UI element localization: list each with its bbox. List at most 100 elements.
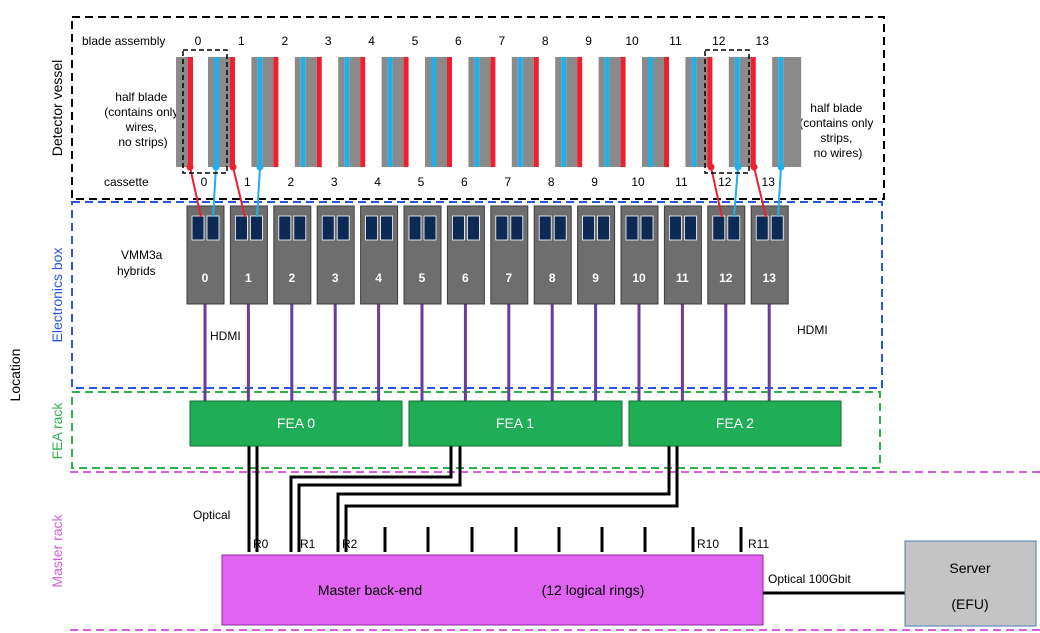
blade-1-wires [273,57,279,167]
blade-number-5: 5 [412,34,419,48]
blade-number-11: 11 [669,34,682,48]
hybrid-number-12: 12 [719,271,733,285]
hdmi-label-left: HDMI [210,329,241,343]
cassette-12-wire-link-dot [707,163,715,171]
blade-5-wires [447,57,452,167]
ring-r2-label: R2 [342,537,358,551]
cassette-0-strip-link [212,166,217,218]
blade-11-grey [696,57,708,167]
cassette-number-3: 3 [331,175,338,189]
half-blade-right-note: half blade (contains only strips, no wir… [799,101,876,160]
optical-label: Optical [193,508,230,522]
electronics-box-title: Electronics box [49,248,65,343]
blade-7-wires [533,57,539,167]
blade-4-wires [403,57,409,167]
blade-12-grey-left [728,57,735,167]
blade-number-0: 0 [195,34,202,48]
blade-0-strips [214,57,219,167]
hybrid-number-7: 7 [505,271,512,285]
blade-5-strips [431,57,436,167]
half-blade-left-note: half blade (contains only wires, no stri… [104,90,181,149]
cassette-number-2: 2 [287,175,294,189]
blade-number-1: 1 [238,34,245,48]
cassette-number-6: 6 [461,175,468,189]
hybrid-6-chip-b [466,215,480,241]
blade-7-grey-left [511,57,518,167]
cassette-12-wire-link [710,166,723,218]
optical-cable-r1-b [297,446,462,552]
blade-11-strips [691,57,697,167]
hybrid-8-chip-b [553,215,567,241]
hybrid-9-chip-a [582,215,595,241]
blade-number-10: 10 [625,34,639,48]
ring-r1-label: R1 [300,537,316,551]
cassette-number-8: 8 [548,175,555,189]
fea-0-label: FEA 0 [277,415,315,431]
blade-4-grey [392,57,404,167]
blade-11-wires [707,57,713,167]
fea-2-label: FEA 2 [716,415,754,431]
blade-number-8: 8 [542,34,549,48]
blade-1-grey [262,57,274,167]
hybrid-1-chip-b [249,215,263,241]
hybrid-number-4: 4 [375,271,382,285]
hybrid-4-chip-a [365,215,379,241]
hybrid-3-chip-b [336,215,350,241]
blade-4-grey-left [381,57,388,167]
hybrid-2-chip-b [293,215,307,241]
blade-12-strips [734,57,740,167]
blade-4-strips [387,57,393,167]
hybrid-number-3: 3 [332,271,339,285]
half-blade-left-grey [176,57,188,167]
hybrid-number-10: 10 [632,271,646,285]
cassette-number-9: 9 [591,175,598,189]
cassette-12-highlight [704,49,750,174]
cassette-12-strip-link-dot [734,163,742,171]
cassette-number-4: 4 [374,175,381,189]
blade-13-strips [778,57,784,167]
blade-number-13: 13 [756,34,770,48]
master-backend-name: Master back-end [318,582,422,598]
master-backend-box [221,554,764,626]
cassette-0-wire-link-dot [186,163,194,171]
hybrid-number-0: 0 [202,271,209,285]
hybrid-0-chip-a [191,215,205,241]
hybrid-4-chip-b [380,215,394,241]
cassette-13-strip-link-dot [777,163,785,171]
blade-2-wires [316,57,322,167]
blade-assembly-label: blade assembly [82,34,165,48]
server-box [904,540,1037,627]
cassette-1-strip-link-dot [256,163,264,171]
blade-3-grey [349,57,361,167]
hybrid-0-chip-b [206,215,220,241]
fea-1-box [408,400,623,447]
blade-number-12: 12 [712,34,726,48]
blade-5-grey-left [425,57,431,167]
blade-7-strips [517,57,523,167]
hybrid-13-chip-a [755,215,769,241]
blade-12-wires [750,57,756,167]
cassette-number-10: 10 [631,175,645,189]
blade-1-grey-left [251,57,258,167]
master-backend-desc: (12 logical rings) [542,582,645,598]
blade-6-wires [490,57,496,167]
cassette-0-strip-link-dot [212,163,220,171]
hybrid-3-chip-a [321,215,335,241]
hybrid-10-chip-a [625,215,639,241]
fea-0-box [189,400,403,447]
cassette-number-0: 0 [201,175,208,189]
blade-number-7: 7 [498,34,505,48]
hybrid-number-1: 1 [245,271,252,285]
hybrid-6-chip-a [451,215,465,241]
cassette-number-12: 12 [718,175,732,189]
ring-r10-label: R10 [697,537,719,551]
blade-hybrid-connectors [186,163,785,218]
master-rack-title: Master rack [49,513,65,587]
cassette-1-wire-link [232,166,246,218]
blade-9-strips [604,57,610,167]
fea-1-label: FEA 1 [496,415,534,431]
detector-vessel-region [71,16,885,200]
blade-number-9: 9 [585,34,592,48]
